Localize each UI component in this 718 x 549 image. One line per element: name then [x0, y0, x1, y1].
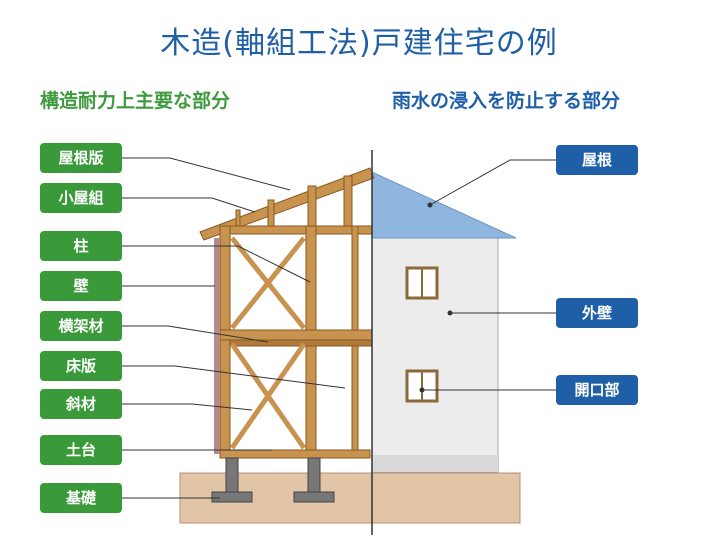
label-sill: 土台 — [40, 435, 122, 465]
foundation-shapes — [211, 457, 335, 503]
label-cross-beam: 横架材 — [40, 311, 122, 341]
diagram-title: 木造(軸組工法)戸建住宅の例 — [160, 26, 558, 61]
label-opening: 開口部 — [556, 375, 638, 405]
label-wall: 壁 — [40, 271, 122, 301]
label-exterior-wall: 外壁 — [556, 298, 638, 328]
label-roof: 屋根 — [556, 145, 638, 175]
brace-shapes — [229, 236, 307, 450]
leader-lines-left — [122, 157, 346, 499]
label-foundation: 基礎 — [40, 483, 122, 513]
label-column: 柱 — [40, 231, 122, 261]
label-brace: 斜材 — [40, 389, 122, 419]
roof-shape — [371, 171, 517, 239]
waterproof-section-heading: 雨水の浸入を防止する部分 — [392, 90, 621, 112]
label-floor-board: 床版 — [40, 351, 122, 381]
lower-window — [405, 369, 439, 403]
label-roof-board: 屋根版 — [40, 143, 122, 173]
leader-dots — [419, 202, 453, 393]
wall-panel — [214, 238, 220, 454]
label-roof-truss: 小屋組 — [40, 183, 122, 213]
wood-frame — [199, 167, 375, 459]
leader-lines-right — [422, 159, 556, 391]
structural-section-heading: 構造耐力上主要な部分 — [40, 90, 231, 112]
upper-window — [405, 266, 439, 300]
base-skirt — [372, 455, 498, 472]
